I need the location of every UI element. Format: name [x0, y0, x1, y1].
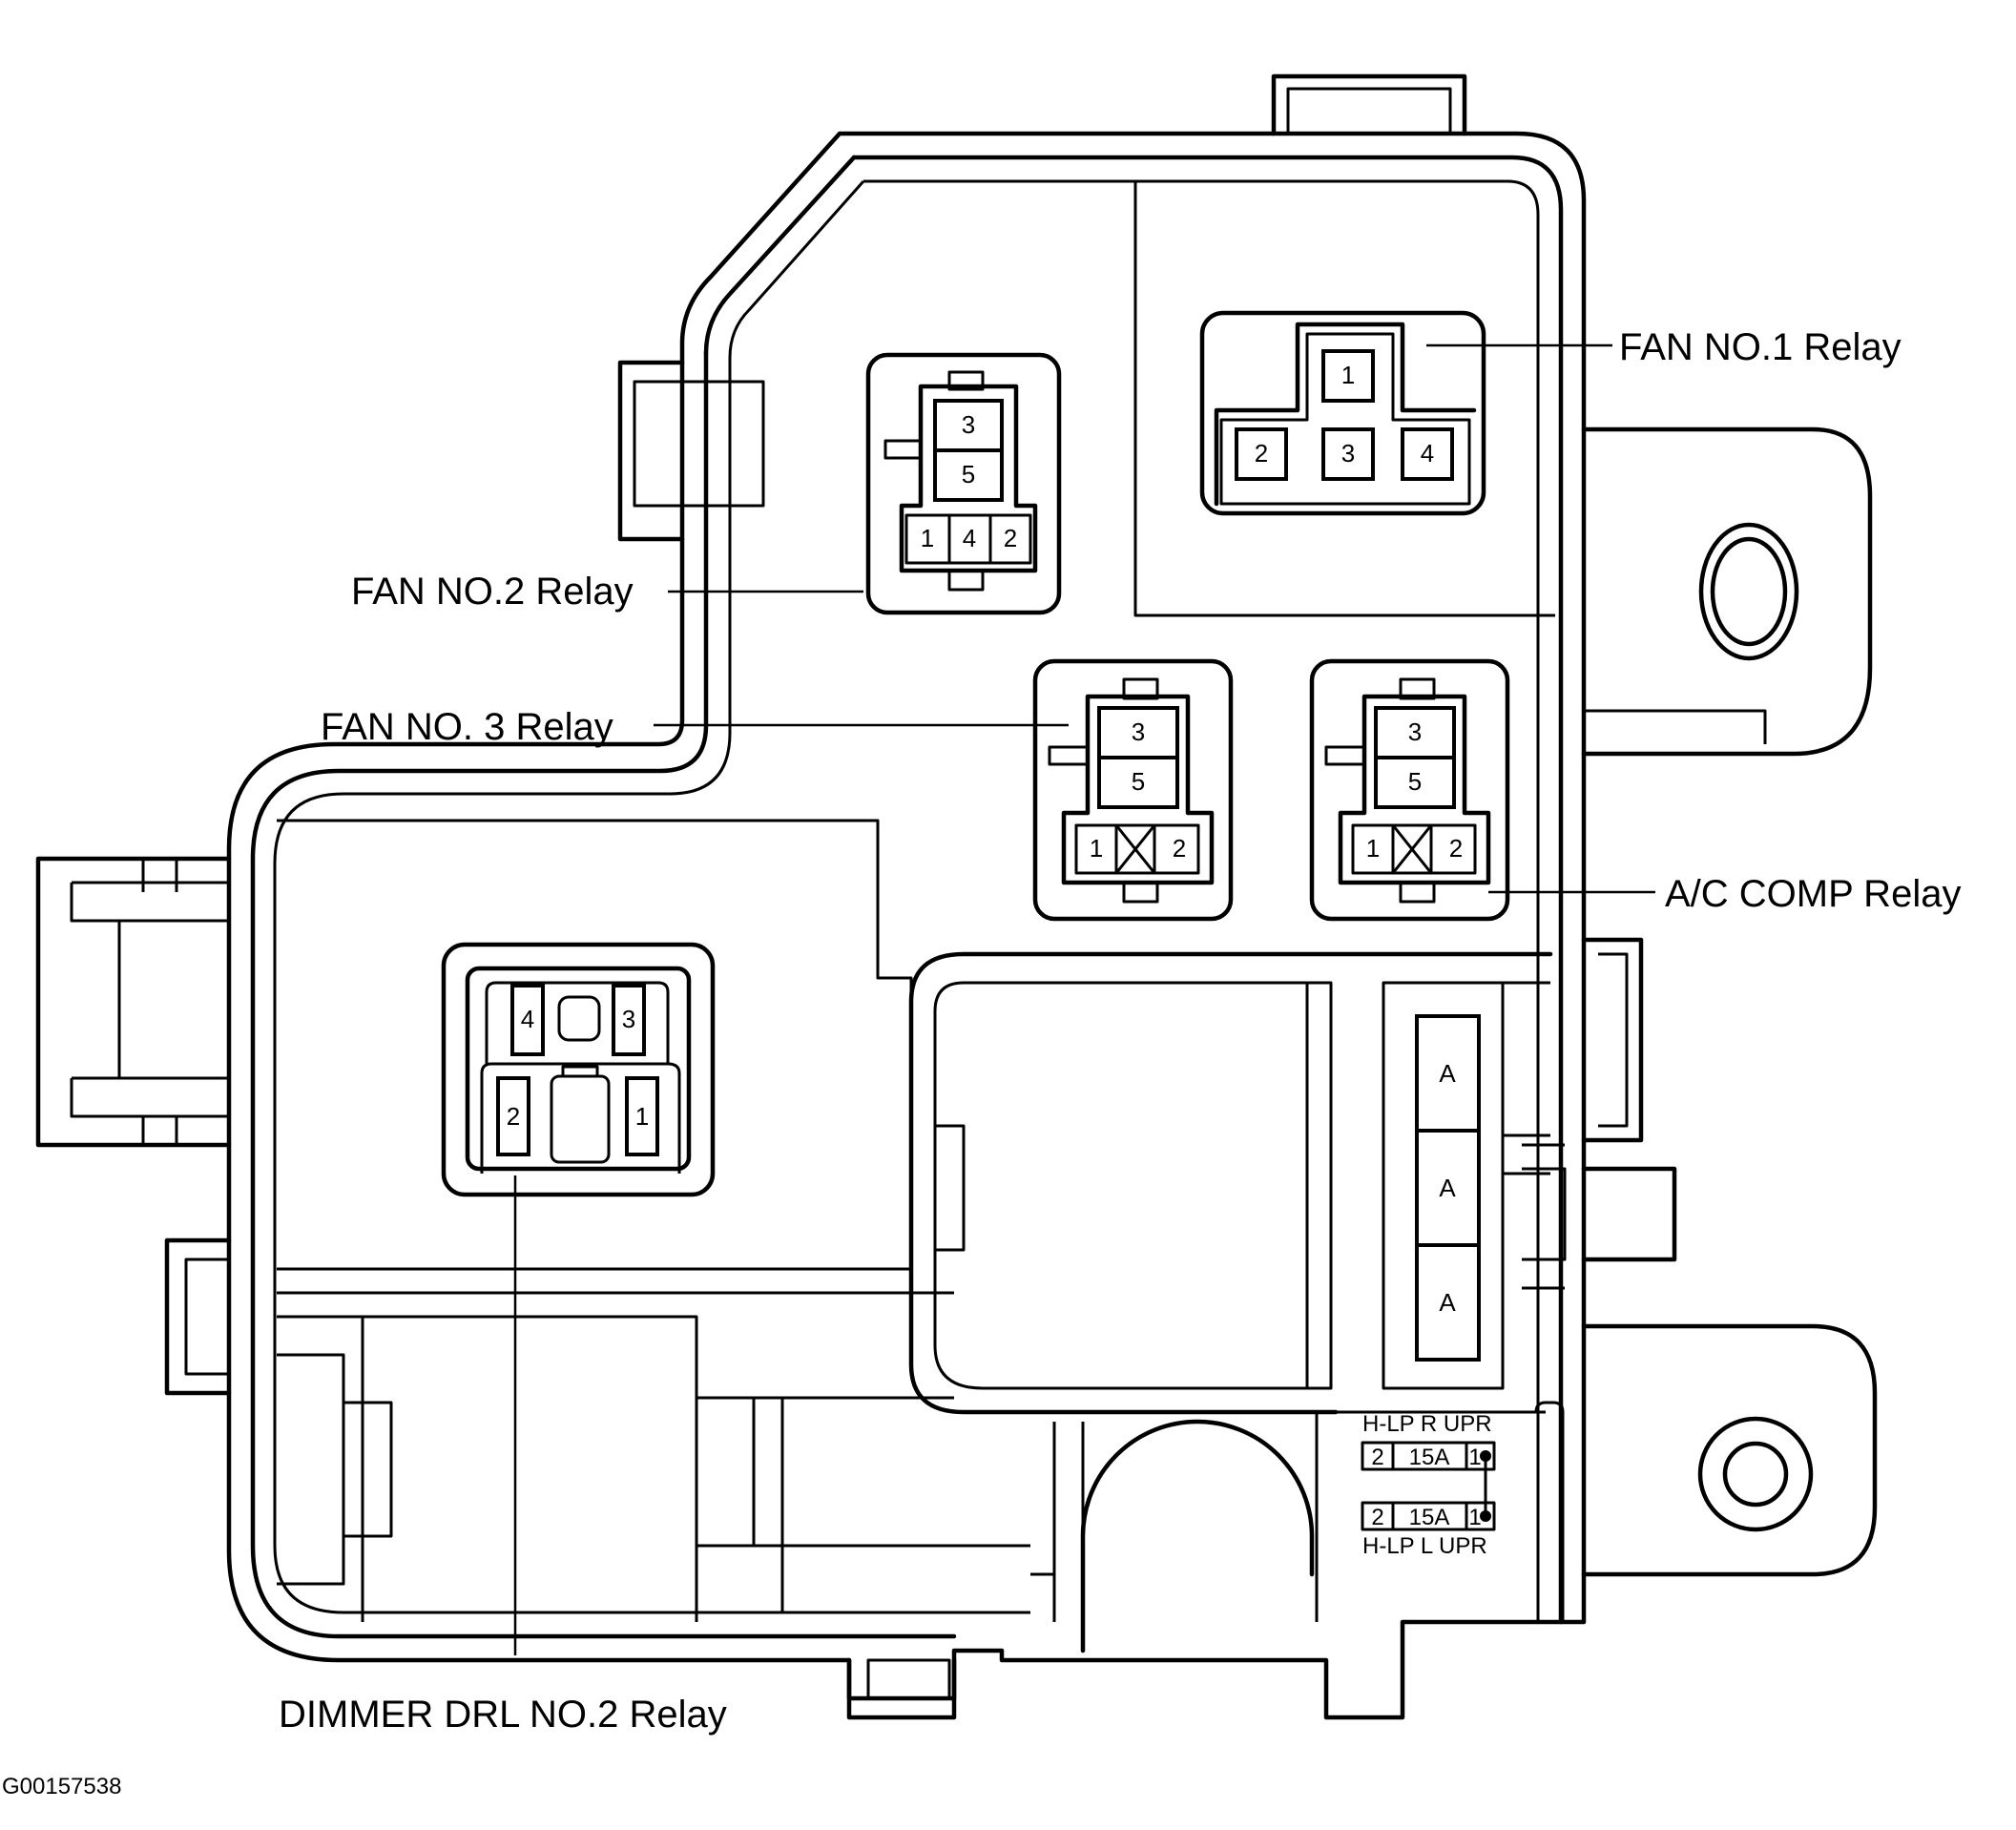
- hlp-lower-left-pin: 2: [1371, 1505, 1383, 1530]
- hlp-upper-left-pin: 2: [1371, 1445, 1383, 1470]
- fan-no3-pin-3: 3: [1132, 717, 1145, 746]
- leader-lines: [513, 343, 1655, 1655]
- fuse-a-3: A: [1439, 1288, 1456, 1317]
- fuse-a-stack: A A A: [1415, 1014, 1481, 1362]
- fan-no2-relay-label: FAN NO.2 Relay: [351, 571, 634, 613]
- ac-comp-pin-5: 5: [1408, 767, 1422, 796]
- right-mount-tabs: [1522, 426, 1878, 1622]
- hlp-lower-label: H-LP L UPR: [1362, 1533, 1487, 1559]
- ac-comp-pin-1: 1: [1366, 834, 1380, 863]
- ac-comp-relay: 3 5 1 2: [1309, 658, 1510, 922]
- fuse-block-area: [908, 951, 1553, 1415]
- fan-no2-pin-2: 2: [1004, 524, 1017, 552]
- housing-outline: [226, 73, 1587, 1720]
- ac-comp-pin-3: 3: [1408, 717, 1422, 746]
- fan-no1-pin-2: 2: [1255, 439, 1268, 468]
- fan-no1-relay: 1 2 3 4: [1199, 310, 1486, 516]
- dimmer-drl-no2-relay-label: DIMMER DRL NO.2 Relay: [279, 1694, 727, 1736]
- hlp-lower-rating: 15A: [1409, 1505, 1450, 1530]
- fan-no3-pin-1: 1: [1090, 834, 1103, 863]
- dimmer-pin-3: 3: [622, 1005, 635, 1033]
- fan-no2-relay: 3 5 1 4 2: [865, 352, 1062, 615]
- dimmer-pin-2: 2: [507, 1102, 520, 1131]
- dimmer-pin-1: 1: [635, 1102, 649, 1131]
- fan-no3-pin-2: 2: [1173, 834, 1186, 863]
- fan-no2-pin-5: 5: [962, 460, 975, 489]
- hlp-upper-label: H-LP R UPR: [1362, 1411, 1492, 1437]
- fan-no3-relay: 3 5 1 2: [1032, 658, 1234, 922]
- dimmer-drl-no2-relay: 4 3 2 1: [441, 942, 716, 1197]
- hlp-fuses: H-LP R UPR 2 15A 1 2 15A 1 H-LP L UPR: [1315, 1410, 1546, 1622]
- fan-no2-pin-3: 3: [962, 410, 975, 439]
- figure-id: G00157538: [2, 1774, 121, 1799]
- fan-no1-pin-4: 4: [1421, 439, 1434, 468]
- fan-no1-pin-1: 1: [1341, 361, 1355, 389]
- fan-no2-pin-4: 4: [963, 524, 976, 552]
- ac-comp-pin-2: 2: [1449, 834, 1463, 863]
- fan-no3-pin-5: 5: [1132, 767, 1145, 796]
- hlp-lower-right-pin: 1: [1468, 1505, 1481, 1530]
- fuse-a-2: A: [1439, 1174, 1456, 1202]
- fan-no1-pin-3: 3: [1341, 439, 1355, 468]
- hlp-upper-right-pin: 1: [1468, 1445, 1481, 1470]
- dimmer-pin-4: 4: [521, 1005, 534, 1033]
- fan-no1-relay-label: FAN NO.1 Relay: [1619, 326, 1902, 368]
- hlp-upper-rating: 15A: [1409, 1445, 1450, 1470]
- fuse-a-1: A: [1439, 1059, 1456, 1088]
- left-mount-tabs: [35, 360, 765, 1396]
- fan-no2-pin-1: 1: [921, 524, 934, 552]
- ac-comp-relay-label: A/C COMP Relay: [1665, 873, 1961, 915]
- fan-no3-relay-label: FAN NO. 3 Relay: [321, 706, 613, 748]
